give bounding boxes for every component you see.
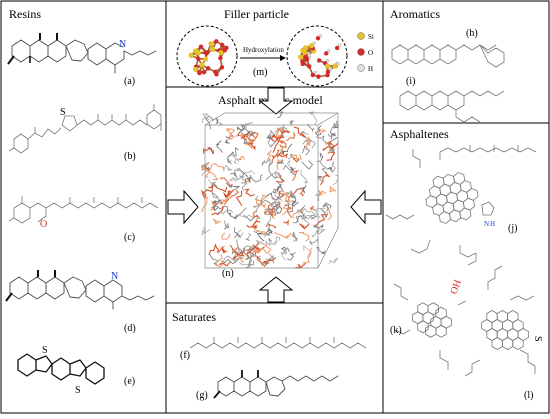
filler-title: Filler particle — [224, 7, 289, 21]
atom-oh-k: OH — [449, 278, 464, 295]
molecule-h — [392, 45, 504, 67]
arrow-from-resins — [168, 191, 198, 223]
atom-o-c: O — [40, 219, 47, 230]
legend-si-label: Si — [368, 33, 374, 41]
atom-nh-j-h: H — [490, 220, 495, 228]
silica-cluster-before — [188, 39, 228, 76]
molecule-k: OH — [394, 278, 466, 370]
asphaltenes-title: Asphaltenes — [390, 127, 449, 141]
hydroxylation-arrow-head — [280, 55, 286, 61]
molecule-a: N — [8, 33, 156, 73]
label-a: (a) — [124, 76, 135, 87]
label-h: (h) — [466, 28, 478, 39]
label-e: (e) — [124, 376, 135, 387]
aromatics-title: Aromatics — [390, 7, 440, 21]
molecule-i — [400, 91, 504, 122]
label-n: (n) — [222, 268, 234, 279]
label-i: (i) — [406, 76, 415, 87]
label-c: (c) — [124, 232, 135, 243]
label-g: (g) — [196, 390, 208, 401]
arrow-from-asphaltenes — [351, 191, 381, 223]
legend-si-dot — [358, 33, 365, 40]
label-d: (d) — [124, 323, 136, 334]
label-b: (b) — [124, 151, 136, 162]
arrow-from-filler — [260, 88, 292, 114]
atom-n-a: N — [119, 39, 126, 50]
arrow-from-saturates — [260, 277, 292, 302]
atom-nh-j-n: N — [484, 220, 489, 228]
label-j: (j) — [508, 223, 517, 234]
legend-h-dot — [358, 65, 365, 72]
molecule-f — [190, 337, 366, 348]
label-m: (m) — [253, 67, 267, 78]
mastic-molecular-box — [202, 112, 338, 268]
label-f: (f) — [180, 350, 190, 361]
atom-s-e1: S — [42, 345, 48, 356]
legend-o-dot — [358, 49, 365, 56]
atom-n-d: N — [111, 271, 118, 282]
legend-o-label: O — [368, 49, 373, 57]
label-l: (l) — [524, 390, 533, 401]
saturates-title: Saturates — [172, 310, 216, 324]
legend-h-label: H — [368, 65, 373, 73]
atom-s-b: S — [60, 107, 66, 118]
hydroxylation-label: Hydroxylation — [243, 46, 284, 54]
atom-s-e2: S — [75, 385, 81, 396]
silica-cluster-after — [298, 34, 341, 79]
molecule-e: S S — [18, 345, 104, 396]
molecule-g — [214, 370, 338, 398]
molecule-l: S — [465, 266, 543, 376]
label-k: (k) — [390, 325, 402, 336]
molecule-c: O — [9, 196, 158, 230]
molecule-d: N — [6, 270, 154, 309]
molecule-j: N H — [386, 145, 536, 265]
resins-title: Resins — [9, 7, 41, 21]
molecule-b: S — [9, 104, 161, 153]
atom-s-l: S — [532, 336, 543, 342]
